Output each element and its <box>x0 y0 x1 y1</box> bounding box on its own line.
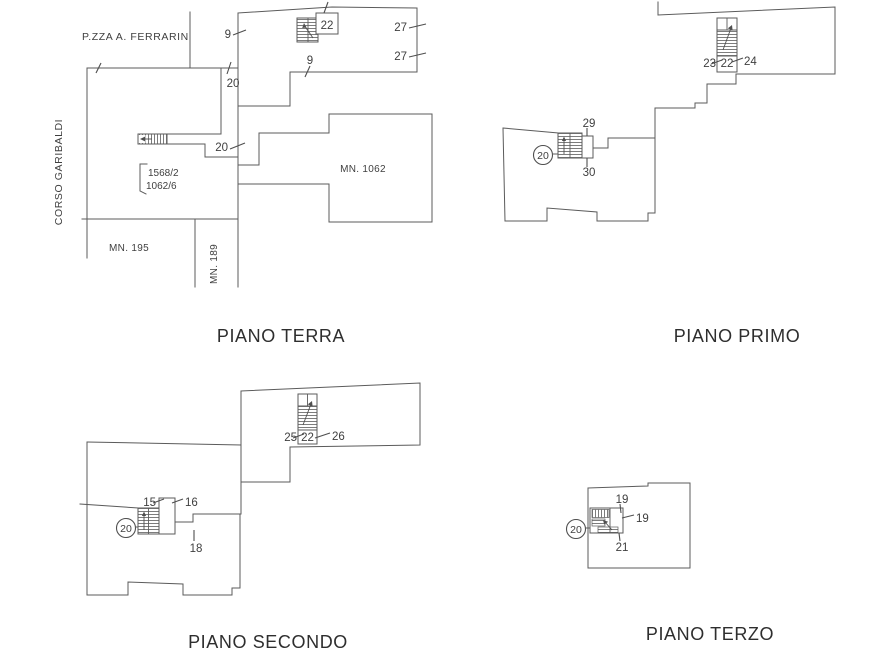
primo-unit-20-label: 20 <box>537 150 549 162</box>
primo-unit-24-label: 24 <box>744 56 757 68</box>
terra-stairs-icon <box>137 133 168 145</box>
terra-unit-22-box <box>315 12 339 35</box>
primo-dim-30: 30 <box>583 167 596 179</box>
secondo-dim-16: 16 <box>185 497 198 509</box>
terzo-dim-19-right: 19 <box>636 513 649 525</box>
secondo-top-stairs-icon <box>297 393 318 445</box>
secondo-dim-15: 15 <box>143 497 156 509</box>
terzo-stairs-icon <box>589 507 624 534</box>
primo-stairs-icon <box>557 132 583 159</box>
terra-corridor-bottom <box>166 143 239 158</box>
terra-tick-22 <box>323 1 329 14</box>
secondo-unit-20-circle <box>115 517 137 539</box>
terra-street-top-label: P.ZZA A. FERRARIN <box>82 31 189 43</box>
terra-tick-9-inner <box>304 65 311 78</box>
terra-tick-27a <box>408 23 427 29</box>
terra-dim-9-top: 9 <box>225 29 231 41</box>
primo-top-stairs-icon <box>716 17 738 73</box>
primo-tick-23 <box>710 59 723 65</box>
primo-unit-22-label: 22 <box>721 58 734 70</box>
primo-dim-29: 29 <box>583 118 596 130</box>
secondo-left-building-top <box>86 441 242 446</box>
primo-outline-right-wing <box>654 6 836 214</box>
secondo-tick-25 <box>292 433 305 439</box>
secondo-title: PIANO SECONDO <box>188 632 348 652</box>
terzo-dim-21: 21 <box>616 542 629 554</box>
terra-tick-27b <box>408 52 427 58</box>
secondo-top-wing-outline <box>240 382 421 483</box>
terzo-unit-20-circle <box>565 518 587 540</box>
terzo-outline <box>587 482 691 569</box>
secondo-tick-15 <box>152 498 165 504</box>
primo-left-edge <box>502 127 506 222</box>
terra-dim-20-top: 20 <box>227 78 240 90</box>
primo-tick-24 <box>731 57 744 63</box>
primo-partition-left <box>502 127 559 134</box>
terra-dim-27-a: 27 <box>394 22 407 34</box>
secondo-unit-25-label: 25 <box>284 432 297 444</box>
floor-plan-piano-primo: 23 22 24 29 30 20 PIANO PRIMO <box>502 1 836 346</box>
secondo-stair-landing-box <box>158 497 176 535</box>
secondo-stairs-icon <box>137 507 160 535</box>
terra-parcel-label-2: 1062/6 <box>146 181 177 192</box>
secondo-unit-22-label: 22 <box>301 432 314 444</box>
terra-top-stairs-icon <box>296 17 319 43</box>
terra-title: PIANO TERRA <box>217 326 345 346</box>
terra-dim-9-inner: 9 <box>307 55 313 67</box>
terzo-dim-19-top: 19 <box>616 494 629 506</box>
terra-tick-9 <box>232 29 247 36</box>
primo-bottom-outline <box>504 207 656 222</box>
secondo-unit-26-label: 26 <box>332 431 345 443</box>
secondo-partition <box>79 503 139 509</box>
floor-plan-piano-terra: 22 9 20 20 9 27 27 1568/2 1062/6 MN. 106… <box>53 1 433 346</box>
primo-stair-landing-box <box>581 135 594 159</box>
terzo-tick-19-top <box>619 503 622 514</box>
terra-dim-20-mid: 20 <box>215 142 228 154</box>
terra-dim-27-b: 27 <box>394 51 407 63</box>
terra-mn1062-outline <box>237 113 433 223</box>
primo-title: PIANO PRIMO <box>674 326 801 346</box>
terra-street-left-label: CORSO GARIBALDI <box>53 119 65 225</box>
terra-parcel-label-1: 1568/2 <box>148 168 179 179</box>
terzo-tick-19-right <box>621 514 635 519</box>
floor-plan-piano-terzo: 19 19 21 20 PIANO TERZO <box>565 482 774 644</box>
secondo-dim-18: 18 <box>190 543 203 555</box>
terra-right-section-outline <box>237 6 418 107</box>
primo-corridor <box>592 137 656 149</box>
secondo-bottom-outline <box>86 513 241 596</box>
terra-neighbor-mn189: MN. 189 <box>209 244 220 284</box>
terra-neighbor-mn195: MN. 195 <box>109 243 149 254</box>
floor-plan-piano-secondo: 25 22 26 15 16 18 20 PIANO SECONDO <box>79 382 421 652</box>
terra-unit-22-label: 22 <box>321 20 334 32</box>
terzo-unit-20-label: 20 <box>570 524 582 536</box>
terra-neighbor-mn1062: MN. 1062 <box>340 164 386 175</box>
terra-tick-top-right <box>226 61 232 75</box>
terra-tick-20-mid <box>229 142 246 150</box>
secondo-corridor <box>174 513 242 523</box>
terzo-tick-21 <box>618 532 621 542</box>
terra-tick-top-left <box>95 62 102 74</box>
terra-parcel-bracket <box>139 163 148 195</box>
primo-unit-23-label: 23 <box>703 58 716 70</box>
terzo-title: PIANO TERZO <box>646 624 774 644</box>
secondo-tick-26 <box>314 432 331 439</box>
secondo-unit-20-label: 20 <box>120 523 132 535</box>
secondo-tick-16 <box>171 498 184 504</box>
primo-unit-20-circle <box>532 144 554 166</box>
